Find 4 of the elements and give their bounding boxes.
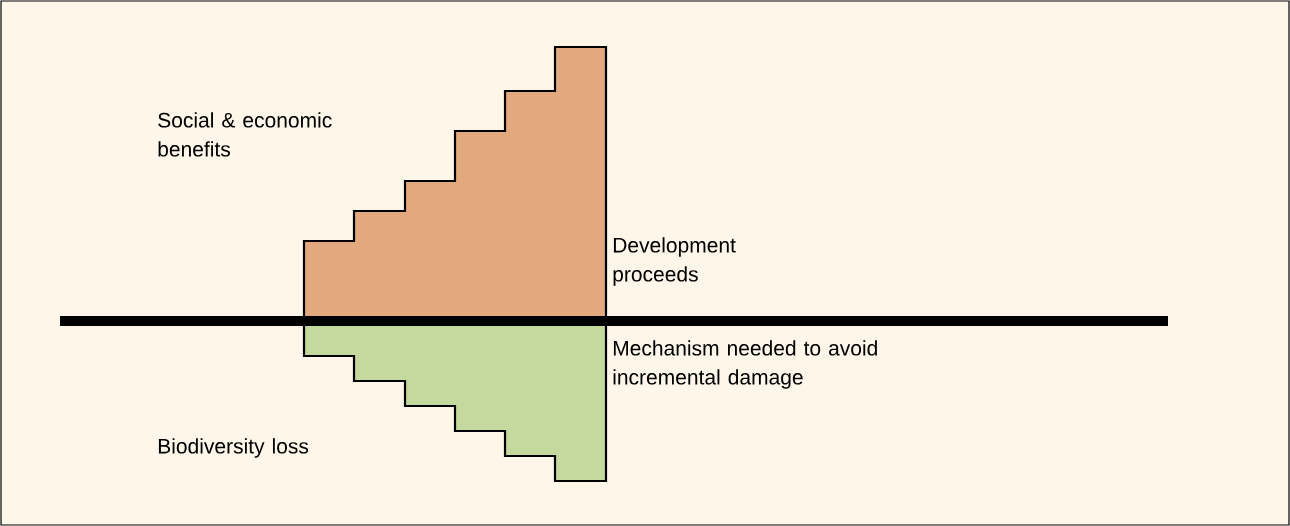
label-text: Development proceeds [613,237,736,286]
label-text: Mechanism needed to avoid incremental damage [613,340,877,389]
label-text: Social & economic benefits [158,112,332,157]
label-text: Biodiversity loss [158,438,309,458]
